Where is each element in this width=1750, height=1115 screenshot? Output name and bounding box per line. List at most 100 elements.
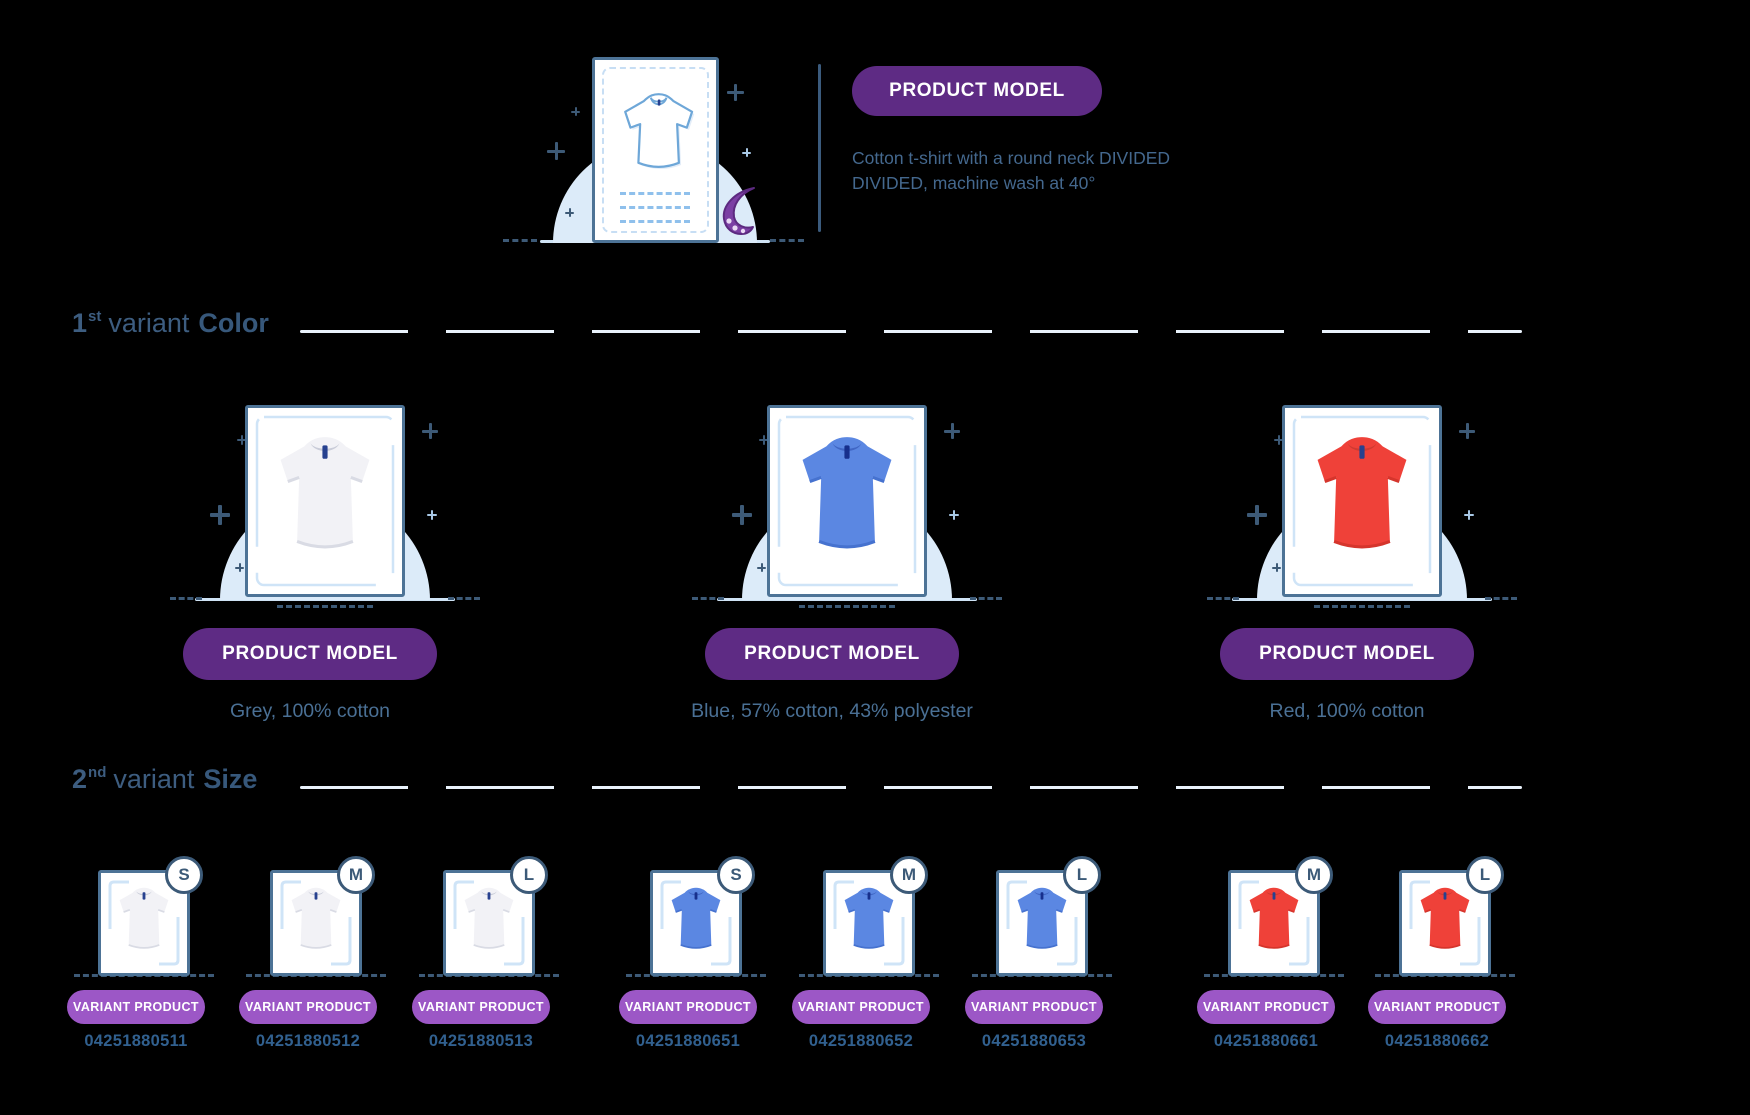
size-badge-letter: L [1076, 865, 1088, 884]
variant-product-button[interactable]: VARIANT PRODUCT [792, 990, 930, 1024]
model-caption: Red, 100% cotton [1269, 700, 1425, 722]
variant-product-button-label: VARIANT PRODUCT [418, 1000, 544, 1014]
product-model-button[interactable]: PRODUCT MODEL [183, 628, 437, 680]
variant-photo-card [1228, 870, 1320, 976]
variant-product-button-label: VARIANT PRODUCT [73, 1000, 199, 1014]
size-badge-letter: M [1306, 865, 1322, 884]
plus-icon [427, 510, 437, 520]
product-model-button[interactable]: PRODUCT MODEL [705, 628, 959, 680]
variant-product-column: L VARIANT PRODUCT 04251880662 [1362, 856, 1515, 1086]
tshirt-image [785, 434, 909, 554]
model-baseline-dash-under [277, 605, 373, 608]
variant-corner-frame [453, 880, 525, 966]
model-baseline-dash-left [692, 597, 724, 600]
variant-ean-number: 04251880652 [808, 1032, 914, 1050]
variant-product-button[interactable]: VARIANT PRODUCT [619, 990, 757, 1024]
variant-photo-card [996, 870, 1088, 976]
size-badge-letter: L [523, 865, 535, 884]
variant-product-button[interactable]: VARIANT PRODUCT [965, 990, 1103, 1024]
product-description-line1: Cotton t-shirt with a round neck DIVIDED [852, 148, 1171, 168]
product-description-line2: DIVIDED, machine wash at 40° [852, 172, 1096, 193]
plus-icon [571, 107, 580, 116]
variant-product-button[interactable]: VARIANT PRODUCT [1197, 990, 1335, 1024]
variant-product-column: M VARIANT PRODUCT 04251880652 [786, 856, 939, 1086]
plus-icon [757, 563, 766, 572]
model-baseline-dash-left [1207, 597, 1239, 600]
model-photo-card [1282, 405, 1442, 597]
plus-icon [759, 435, 769, 445]
product-model-button[interactable]: PRODUCT MODEL [852, 66, 1102, 116]
hero-baseline-dash-right [770, 239, 804, 242]
model-sketch-frame [777, 415, 917, 587]
variant-ean-number: 04251880512 [255, 1032, 361, 1050]
variant-product-button[interactable]: VARIANT PRODUCT [67, 990, 205, 1024]
product-model-button[interactable]: PRODUCT MODEL [1220, 628, 1474, 680]
variant-product-column: L VARIANT PRODUCT 04251880653 [959, 856, 1112, 1086]
hero-sketch-frame [602, 67, 709, 233]
product-model-button-label: PRODUCT MODEL [889, 80, 1065, 101]
variant-ean-number: 04251880513 [428, 1032, 534, 1050]
plus-icon [949, 510, 959, 520]
tshirt-image [455, 886, 523, 952]
model-baseline-dash-right [970, 597, 1002, 600]
product-model-button-label: PRODUCT MODEL [1259, 643, 1435, 664]
variant-product-button[interactable]: VARIANT PRODUCT [239, 990, 377, 1024]
model-sketch-frame [255, 415, 395, 587]
size-badge-letter: M [901, 865, 917, 884]
variant1-ordinal: st [88, 308, 102, 325]
size-badge: M [337, 856, 375, 894]
size-badge-letter: S [730, 865, 742, 884]
plus-icon [565, 208, 574, 217]
variant1-dashed-rule [300, 330, 1522, 333]
model-photo-card [245, 405, 405, 597]
variant2-number: 2 [72, 764, 88, 794]
placeholder-text-row [620, 206, 690, 209]
variant-corner-frame [108, 880, 180, 966]
variant-ean-number: 04251880511 [84, 1032, 188, 1050]
product-model-button-label: PRODUCT MODEL [222, 643, 398, 664]
variant-corner-frame [833, 880, 905, 966]
plus-icon [1247, 505, 1267, 525]
variant-product-button[interactable]: VARIANT PRODUCT [1368, 990, 1506, 1024]
model-baseline-dash-right [448, 597, 480, 600]
plus-icon [547, 142, 565, 160]
variant1-number: 1 [72, 308, 88, 338]
size-badge: S [165, 856, 203, 894]
octopus-tentacle-icon [712, 184, 756, 236]
plus-icon [237, 435, 247, 445]
model-baseline-dash-right [1485, 597, 1517, 600]
plus-icon [1272, 563, 1281, 572]
product-description: Cotton t-shirt with a round neck DIVIDED… [852, 146, 1212, 195]
variant-product-button-label: VARIANT PRODUCT [1203, 1000, 1329, 1014]
variant2-emphasis: Size [203, 764, 258, 794]
size-badge-letter: L [1479, 865, 1491, 884]
tshirt-image [110, 886, 178, 952]
variant1-emphasis: Color [198, 308, 269, 338]
size-badge: M [1295, 856, 1333, 894]
hero-product-card [592, 57, 719, 243]
variant-product-column: S VARIANT PRODUCT 04251880651 [613, 856, 766, 1086]
tshirt-image [282, 886, 350, 952]
variant-product-column: M VARIANT PRODUCT 04251880661 [1191, 856, 1344, 1086]
variant2-dashed-rule [300, 786, 1522, 789]
product-model-column: PRODUCT MODEL Red, 100% cotton [1177, 395, 1517, 735]
plus-icon [732, 505, 752, 525]
size-badge: L [510, 856, 548, 894]
plus-icon [1459, 423, 1475, 439]
tshirt-image [1008, 886, 1076, 952]
variant-product-button[interactable]: VARIANT PRODUCT [412, 990, 550, 1024]
tshirt-image [1300, 434, 1424, 554]
variant-ean-number: 04251880662 [1384, 1032, 1490, 1050]
model-photo-card [767, 405, 927, 597]
variant2-ordinal: nd [88, 764, 107, 781]
variant-ean-number: 04251880653 [981, 1032, 1087, 1050]
variant-ean-number: 04251880651 [635, 1032, 741, 1050]
variant-product-button-label: VARIANT PRODUCT [1374, 1000, 1500, 1014]
plus-icon [235, 563, 244, 572]
hero-baseline-dash-left [503, 239, 537, 242]
plus-icon [210, 505, 230, 525]
plus-icon [727, 84, 744, 101]
